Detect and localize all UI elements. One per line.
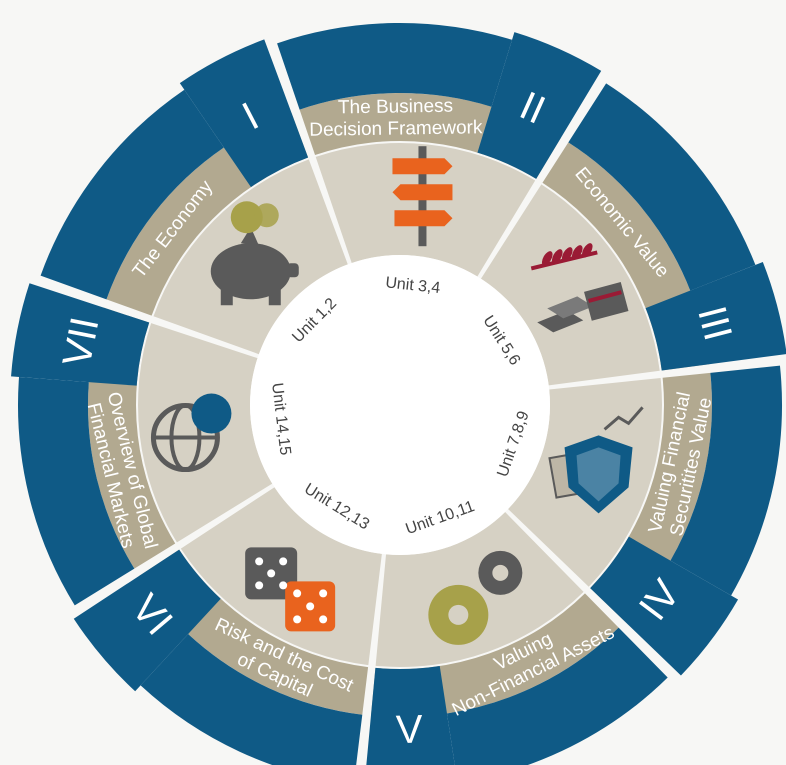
- section-icons: [150, 146, 644, 645]
- section-inner-band: [375, 512, 584, 668]
- section-border-arc: [568, 83, 756, 291]
- section-numeral-block: [645, 261, 786, 371]
- section-numeral-block: [477, 32, 602, 179]
- gears-icon: [428, 550, 523, 645]
- dice-icon: [245, 547, 336, 632]
- section-numeral-block: [179, 39, 309, 188]
- section-border-arc: [277, 23, 513, 110]
- section-numeral-block: [590, 536, 739, 676]
- section-numeral-block: [73, 549, 221, 692]
- wheat-gold-money-icon: [530, 243, 629, 333]
- section-inner-band: [137, 323, 273, 543]
- section-title-line: The Business: [338, 96, 453, 119]
- section-7: [11, 283, 273, 606]
- section-5: [366, 512, 668, 765]
- section-title-line: Decision Framework: [309, 117, 483, 141]
- shield-bond-icon: [548, 406, 644, 514]
- section-numeral-block: [366, 665, 455, 765]
- section-border-arc: [446, 627, 668, 765]
- section-3: [480, 83, 786, 386]
- center-disc: [250, 255, 550, 555]
- section-border-arc: [40, 89, 224, 300]
- section-numeral-block: [11, 283, 150, 386]
- section-numeral: V: [395, 707, 423, 752]
- unit-label: Unit 3,4: [385, 274, 442, 297]
- section-border-arc: [140, 634, 363, 765]
- signpost-icon: [392, 146, 453, 247]
- section-inner-band: [480, 184, 660, 386]
- piggy-bank-icon: [210, 201, 299, 306]
- section-border-arc: [17, 377, 135, 606]
- section-numeral: VII: [55, 314, 108, 371]
- section-border-arc: [670, 365, 782, 596]
- globe-dollar-icon: [150, 393, 232, 473]
